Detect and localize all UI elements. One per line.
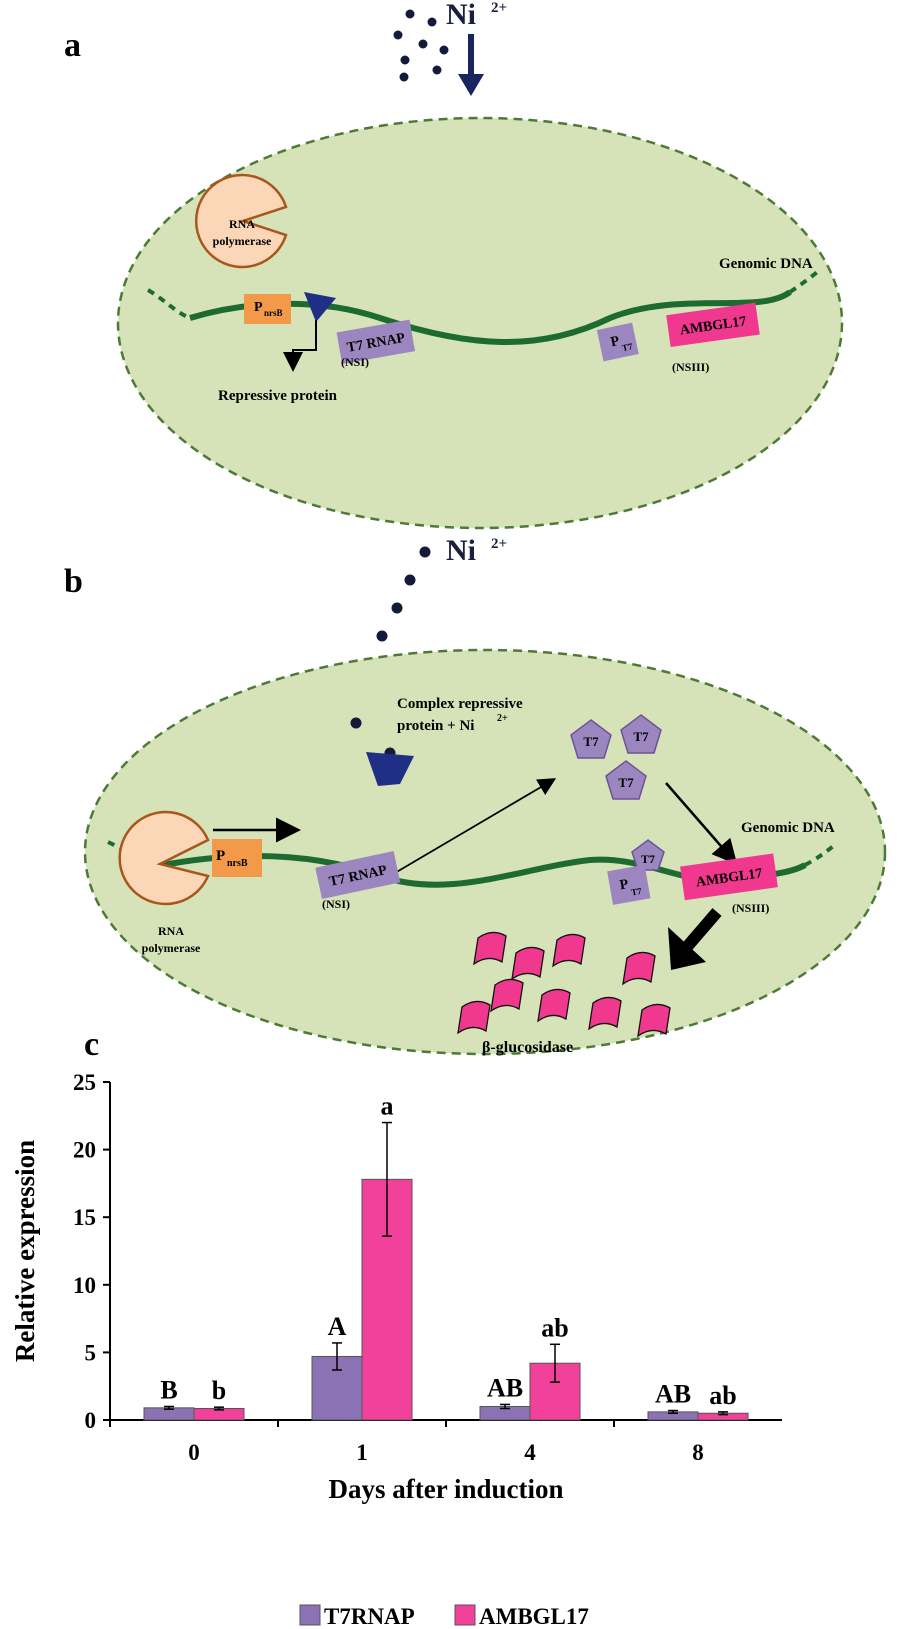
rna-polymerase-a: RNA polymerase	[195, 173, 288, 269]
x-axis-title: Days after induction	[328, 1474, 563, 1504]
legend-swatch-t7rnap	[299, 1604, 321, 1626]
promoter-nrsb-a	[244, 294, 291, 324]
panel-a: a Ni 2+ RNA polymerase Genomic DNA	[64, 0, 844, 530]
ion-label-a: Ni	[446, 0, 476, 31]
repressor-icon	[304, 292, 336, 322]
genomic-dna-a	[146, 268, 822, 345]
y-axis-title: Relative expression	[10, 1140, 40, 1362]
promoter-nrsb-label-b: P	[216, 848, 225, 864]
t7-rnap-box-b: T7 RNAP	[315, 851, 401, 899]
cell-a	[116, 116, 844, 530]
ion-in-cell	[350, 717, 362, 729]
repressive-protein-label: Repressive protein	[218, 388, 338, 404]
t7-rnap-box-a: T7 RNAP	[336, 319, 416, 365]
significance-letter: b	[212, 1376, 226, 1405]
y-tick-label: 10	[73, 1273, 96, 1298]
ambgl17-box-a: AMBGL17	[666, 302, 760, 347]
pt7-label-a: P	[609, 334, 621, 351]
complex-charge: 2+	[497, 713, 508, 724]
panel-c-letter: c	[84, 1026, 99, 1063]
ambgl17-box-b: AMBGL17	[680, 853, 778, 901]
y-tick-label: 20	[73, 1138, 96, 1163]
genomic-dna-label-b: Genomic DNA	[741, 820, 835, 836]
panel-b: b Ni 2+ Complex repressive protein + Ni …	[64, 534, 887, 1056]
complex-label-1: Complex repressive	[397, 696, 523, 712]
pt7-box-b: P T7	[607, 864, 651, 905]
arrow-t7-to-ambgl17	[665, 782, 738, 865]
pt7-label-b: P	[619, 877, 630, 893]
y-tick-label: 0	[85, 1408, 97, 1433]
panel-a-letter: a	[64, 27, 81, 64]
x-tick-label: 4	[524, 1440, 536, 1465]
panel-b-letter: b	[64, 563, 83, 600]
ion-label-b: Ni	[446, 534, 476, 567]
ion-charge-a: 2+	[491, 0, 507, 16]
x-tick-label: 8	[692, 1440, 704, 1465]
beta-glucosidase-label: β-glucosidase	[482, 1039, 573, 1056]
promoter-nrsb-b	[212, 839, 262, 877]
arrow-to-t7	[382, 778, 557, 881]
repressor-complex-icon	[366, 752, 414, 786]
rna-polymerase-label-b1: RNA	[158, 924, 184, 938]
legend-label-ambgl17: AMBGL17	[479, 1604, 589, 1629]
legend-swatch-ambgl17	[454, 1604, 476, 1626]
pt7-sub-b: T7	[630, 886, 643, 898]
promoter-nrsb-sub-a: nrsB	[264, 308, 283, 318]
t7-protein-icon-1: T7	[570, 719, 612, 759]
significance-letter: AB	[655, 1380, 691, 1409]
expression-arrow	[668, 908, 722, 970]
rna-polymerase-label-a2: polymerase	[213, 234, 272, 248]
rna-polymerase-label-a1: RNA	[229, 217, 255, 231]
t7-label-bound: T7	[641, 852, 655, 866]
significance-letter: A	[328, 1312, 347, 1341]
genomic-dna-label-a: Genomic DNA	[719, 256, 813, 272]
promoter-nrsb-label-a: P	[254, 300, 263, 315]
y-tick-label: 15	[73, 1205, 96, 1230]
down-arrow-icon	[458, 34, 484, 96]
t7-label-2: T7	[633, 729, 649, 744]
complex-label-2: protein + Ni	[397, 718, 474, 734]
x-tick-label: 0	[188, 1440, 200, 1465]
repressor-arrow	[283, 320, 317, 372]
legend-label-t7rnap: T7RNAP	[324, 1604, 415, 1629]
nsi-label-a: (NSI)	[341, 355, 369, 369]
promoter-nrsb-sub-b: nrsB	[227, 858, 248, 869]
nsiii-label-a: (NSIII)	[672, 360, 709, 374]
beta-glucosidase-icons	[457, 931, 671, 1038]
nsi-label-b: (NSI)	[322, 897, 350, 911]
significance-letter: AB	[487, 1373, 523, 1402]
t7-label-1: T7	[583, 734, 599, 749]
x-tick-label: 1	[356, 1440, 368, 1465]
y-tick-label: 5	[85, 1340, 97, 1365]
significance-letter: ab	[541, 1313, 568, 1342]
significance-letter: a	[381, 1092, 394, 1121]
rna-polymerase-b: RNA polymerase	[118, 810, 210, 955]
ion-charge-b: 2+	[491, 536, 507, 552]
pt7-box-a: P T7	[596, 322, 639, 362]
nsiii-label-b: (NSIII)	[732, 901, 769, 915]
pt7-sub-a: T7	[621, 341, 634, 353]
significance-letter: ab	[709, 1381, 736, 1410]
t7-protein-icon-3: T7	[605, 760, 647, 800]
rna-polymerase-label-b2: polymerase	[142, 941, 201, 955]
significance-letter: B	[160, 1375, 177, 1404]
t7-label-3: T7	[618, 775, 634, 790]
t7-protein-icon-2: T7	[620, 714, 662, 754]
t7-bound-icon: T7	[631, 839, 665, 871]
y-tick-label: 25	[73, 1070, 96, 1095]
nickel-ions-a	[393, 9, 449, 82]
